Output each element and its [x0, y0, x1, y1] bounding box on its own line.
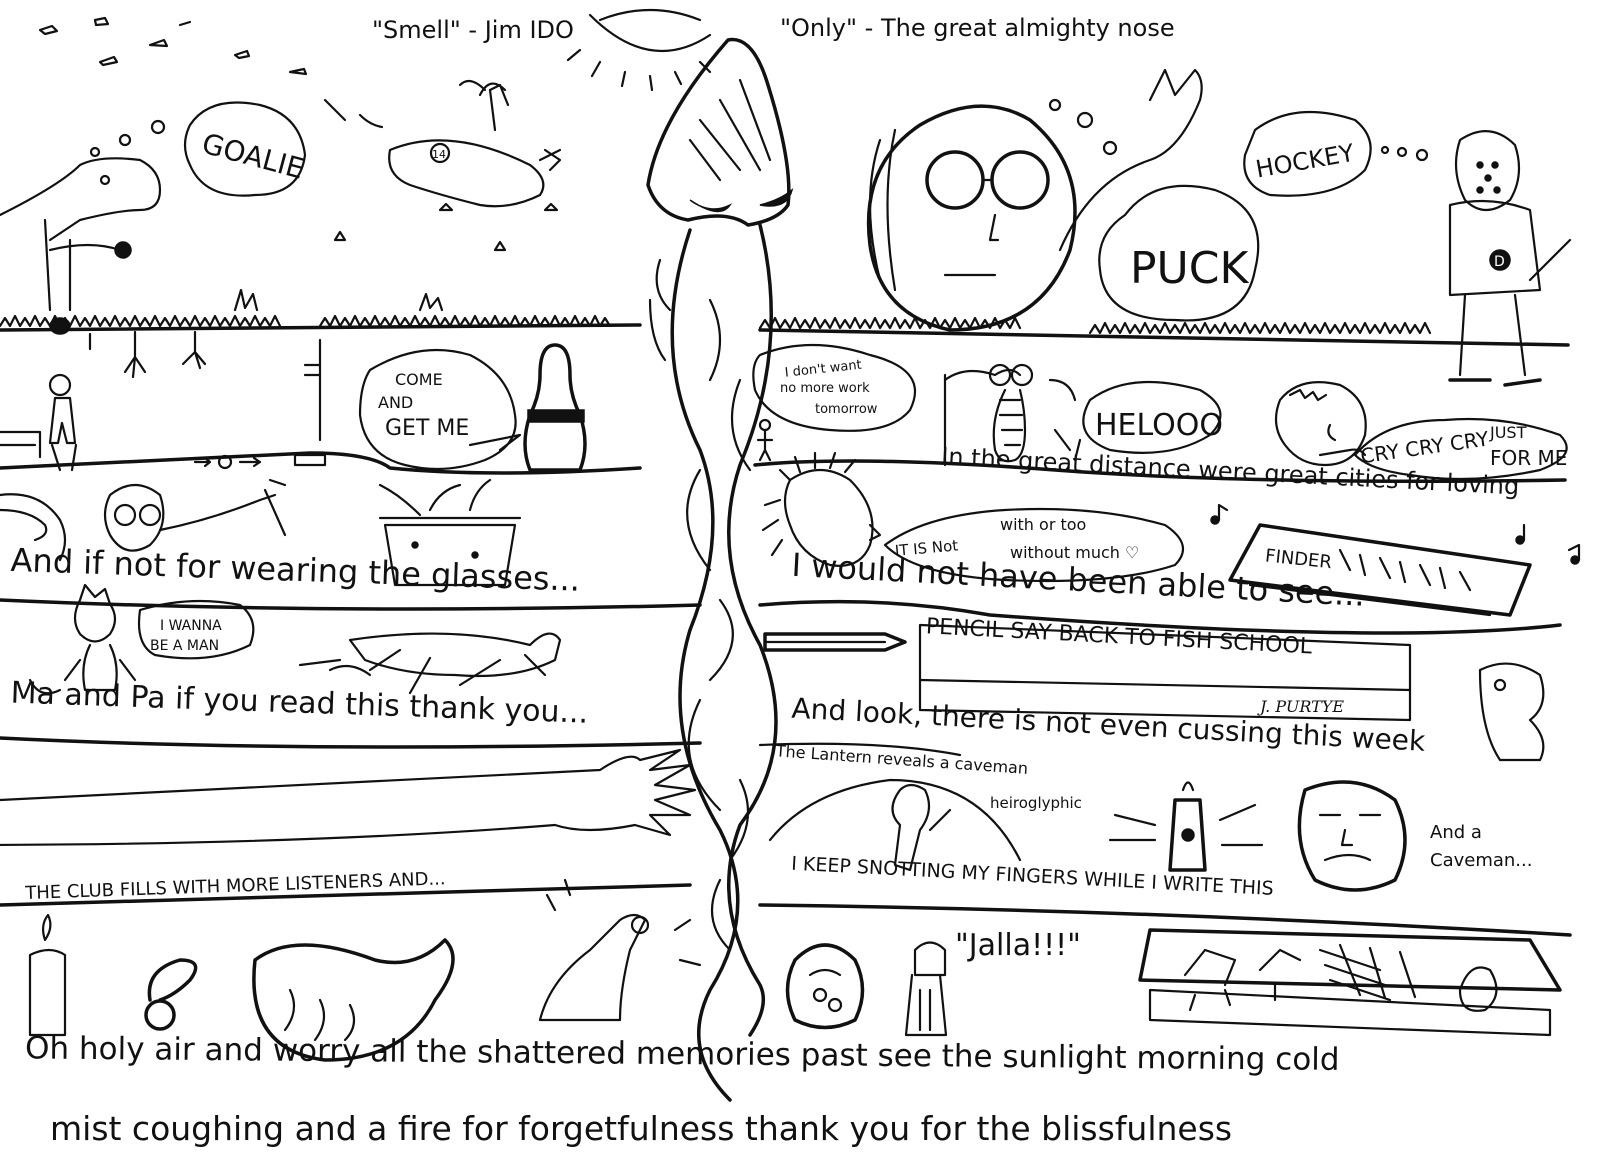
glasses-face-icon [866, 68, 1203, 332]
band-line-4 [758, 742, 962, 757]
for-me-text: FOR ME [1490, 446, 1567, 470]
jersey-letter: D [1494, 254, 1505, 270]
sky-debris-icon [38, 16, 384, 129]
pencil-icon [763, 632, 907, 652]
just-text: JUST [1489, 423, 1527, 442]
music-notes-icon [1210, 503, 1581, 565]
lantern-icon [1108, 781, 1264, 872]
and-a-caveman-1: And a [1430, 822, 1482, 843]
snotting-line: I KEEP SNOTTING MY FINGERS WHILE I WRITE… [791, 853, 1274, 900]
running-dog-icon [298, 632, 562, 695]
skull-mask-icon [785, 943, 865, 1030]
mist-coughing-line: mist coughing and a fire for forgetfulne… [50, 1109, 1232, 1148]
come-and-get-me-bubble: COME AND GET ME [358, 348, 522, 471]
pencil-say-text: PENCIL SAY BACK TO FISH SCHOOL [925, 614, 1313, 659]
fish-head-icon [1478, 662, 1545, 762]
tiny-walker-icon [756, 418, 774, 462]
goalie-bubble: GOALIE [183, 101, 308, 197]
wild-hair-man-icon [761, 451, 882, 567]
band-line-3 [0, 736, 702, 749]
puck-text: PUCK [1130, 243, 1249, 294]
signature-text: J. PURTYE [1257, 697, 1344, 716]
plane-number: 14 [432, 148, 446, 161]
cat-man-icon [28, 583, 137, 695]
band-line-6 [758, 903, 1572, 937]
wanna-be-man-bubble: I WANNA BE A MAN [137, 599, 255, 660]
wanna-be-man-2: BE A MAN [150, 638, 219, 654]
footprint-icon [252, 938, 455, 1062]
long-arm-hand-icon [0, 748, 697, 847]
puck-bubble: PUCK [1098, 184, 1260, 322]
no-more-work-1: I don't want [784, 358, 862, 381]
thought-dots-puck [1048, 98, 1118, 156]
goalie-text: GOALIE [199, 127, 308, 186]
quote-smell: "Smell" - Jim IDO [372, 16, 574, 44]
not-with-bubble: with or too IT IS Not without much ♡ [883, 507, 1185, 583]
toilet-bowl-icon [303, 338, 322, 442]
quote-only: "Only" - The great almighty nose [780, 14, 1175, 42]
no-more-work-3: tomorrow [815, 402, 878, 417]
thought-dots-hockey [1380, 145, 1429, 162]
not-with-2: IT IS Not [894, 536, 959, 559]
diving-man-icon [0, 478, 287, 562]
get-me-text: GET ME [385, 416, 469, 441]
grass-ground-upper [0, 314, 1570, 347]
fist-icon [904, 941, 948, 1037]
caveman-face-icon [1297, 780, 1407, 892]
great-nose-icon [646, 37, 794, 227]
come-text: COME [395, 370, 443, 389]
bench-icon [0, 430, 42, 459]
ma-and-pa-line: Ma and Pa if you read this thank you... [10, 676, 589, 731]
small-man-icon [48, 373, 78, 472]
finder-sign-text: FINDER [1264, 545, 1333, 573]
vine-column-icon [648, 223, 778, 1102]
cooking-pot-icon [378, 478, 522, 587]
ring-icon [144, 958, 198, 1031]
no-more-work-bubble: I don't want no more work tomorrow [752, 343, 916, 432]
candle-icon [28, 913, 67, 1037]
wanna-be-man-1: I WANNA [160, 618, 222, 634]
cave-mound-icon [768, 778, 1022, 872]
sprout-cluster-icon [233, 202, 559, 312]
bowling-pin-icon [523, 343, 587, 472]
band-line-5 [0, 883, 692, 907]
thought-dots-goalie [89, 119, 166, 158]
root-icons [88, 330, 207, 379]
hockey-bubble: HOCKEY [1243, 110, 1372, 197]
hockey-player-icon: D [1448, 130, 1572, 387]
band-line-1 [0, 598, 702, 611]
lantern-line-2: heiroglyphic [990, 794, 1082, 812]
not-with-1: with or too [1000, 515, 1086, 534]
hockey-text: HOCKEY [1254, 139, 1357, 184]
no-more-work-2: no more work [780, 381, 870, 396]
holy-air-line: Oh holy air and worry all the shattered … [25, 1030, 1340, 1077]
and-a-caveman-2: Caveman... [1430, 850, 1532, 871]
horse-creature-icon [0, 157, 162, 335]
and-text: AND [378, 393, 413, 412]
bottle-on-side-icon [538, 878, 702, 1022]
worm-with-glasses-icon [943, 363, 1082, 467]
mid-ground-line [0, 451, 1567, 483]
heloooo-text: HELOOO [1095, 408, 1223, 443]
cry-text: CRY CRY CRY [1359, 426, 1491, 468]
wearing-glasses-line: And if not for wearing the glasses... [10, 541, 581, 599]
band-line-2 [758, 599, 1562, 635]
heloooo-bubble: HELOOO [1082, 380, 1223, 454]
jalla-text: "Jalla!!!" [955, 928, 1081, 963]
not-with-3: without much ♡ [1010, 543, 1139, 562]
small-arrows-icon [193, 453, 327, 470]
crying-man-icon [1274, 381, 1367, 467]
sun-eye-icon [566, 8, 712, 92]
hieroglyphic-wall-icon [1138, 928, 1562, 1037]
flying-plane-icon: 14 [388, 79, 562, 208]
